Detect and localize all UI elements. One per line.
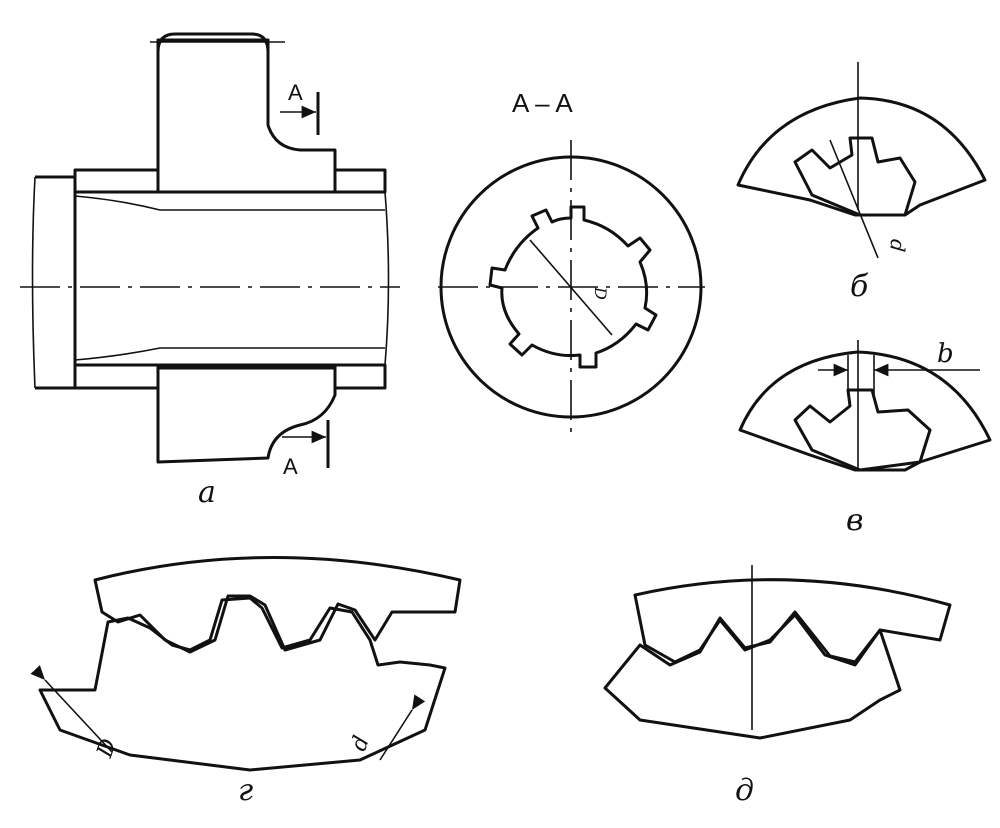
view-label-v: в xyxy=(846,503,863,538)
detail-g-dim-d-line xyxy=(379,694,426,761)
view-v-detail: b в xyxy=(738,339,992,538)
shaft-body xyxy=(35,175,77,390)
view-label-a: а xyxy=(198,475,216,510)
detail-d-hub xyxy=(633,578,952,667)
shaft-break-line-right xyxy=(384,191,390,366)
view-d-triangular-detail: д xyxy=(603,565,952,808)
section-a-a: A – A D xyxy=(438,88,705,432)
section-mark-bottom: A xyxy=(283,454,298,479)
detail-g-dim-D: D xyxy=(92,735,122,761)
detail-g-hub xyxy=(93,556,462,654)
view-g-involute-detail: D d г xyxy=(30,556,462,808)
sleeve-top xyxy=(73,168,160,194)
view-b-detail: d б xyxy=(736,62,987,304)
detail-g-shaft xyxy=(38,596,447,772)
spline-shaft-profile xyxy=(488,205,658,369)
spline-runout-top xyxy=(74,195,385,211)
detail-v-teeth xyxy=(793,388,932,472)
view-label-b: б xyxy=(850,269,869,304)
view-a-longitudinal-section: A A а xyxy=(20,32,400,510)
detail-b-dim-line xyxy=(829,139,879,259)
section-title: A – A xyxy=(512,88,573,118)
section-mark-top: A xyxy=(288,80,303,105)
view-label-d: д xyxy=(735,773,754,808)
detail-d-teeth xyxy=(603,610,902,740)
detail-g-dim-D-line xyxy=(30,665,113,753)
spline-runout-bottom xyxy=(74,347,385,361)
sleeve-bottom xyxy=(73,363,160,390)
section-diameter-line xyxy=(529,239,613,336)
section-dim-d: D xyxy=(591,286,610,300)
hub-flange xyxy=(156,38,337,194)
sleeve-top-right xyxy=(333,168,387,194)
view-label-g: г xyxy=(238,773,253,808)
detail-g-dim-d: d xyxy=(347,733,375,755)
detail-v-segment xyxy=(738,350,992,472)
flange-cap xyxy=(156,32,270,53)
detail-b-segment xyxy=(736,96,987,217)
detail-v-dim-b: b xyxy=(937,339,954,369)
shaft-break-line xyxy=(31,176,36,389)
hub-flange-lower xyxy=(156,366,337,464)
detail-b-dim: d xyxy=(885,238,910,253)
sleeve-bottom-right xyxy=(333,363,387,390)
